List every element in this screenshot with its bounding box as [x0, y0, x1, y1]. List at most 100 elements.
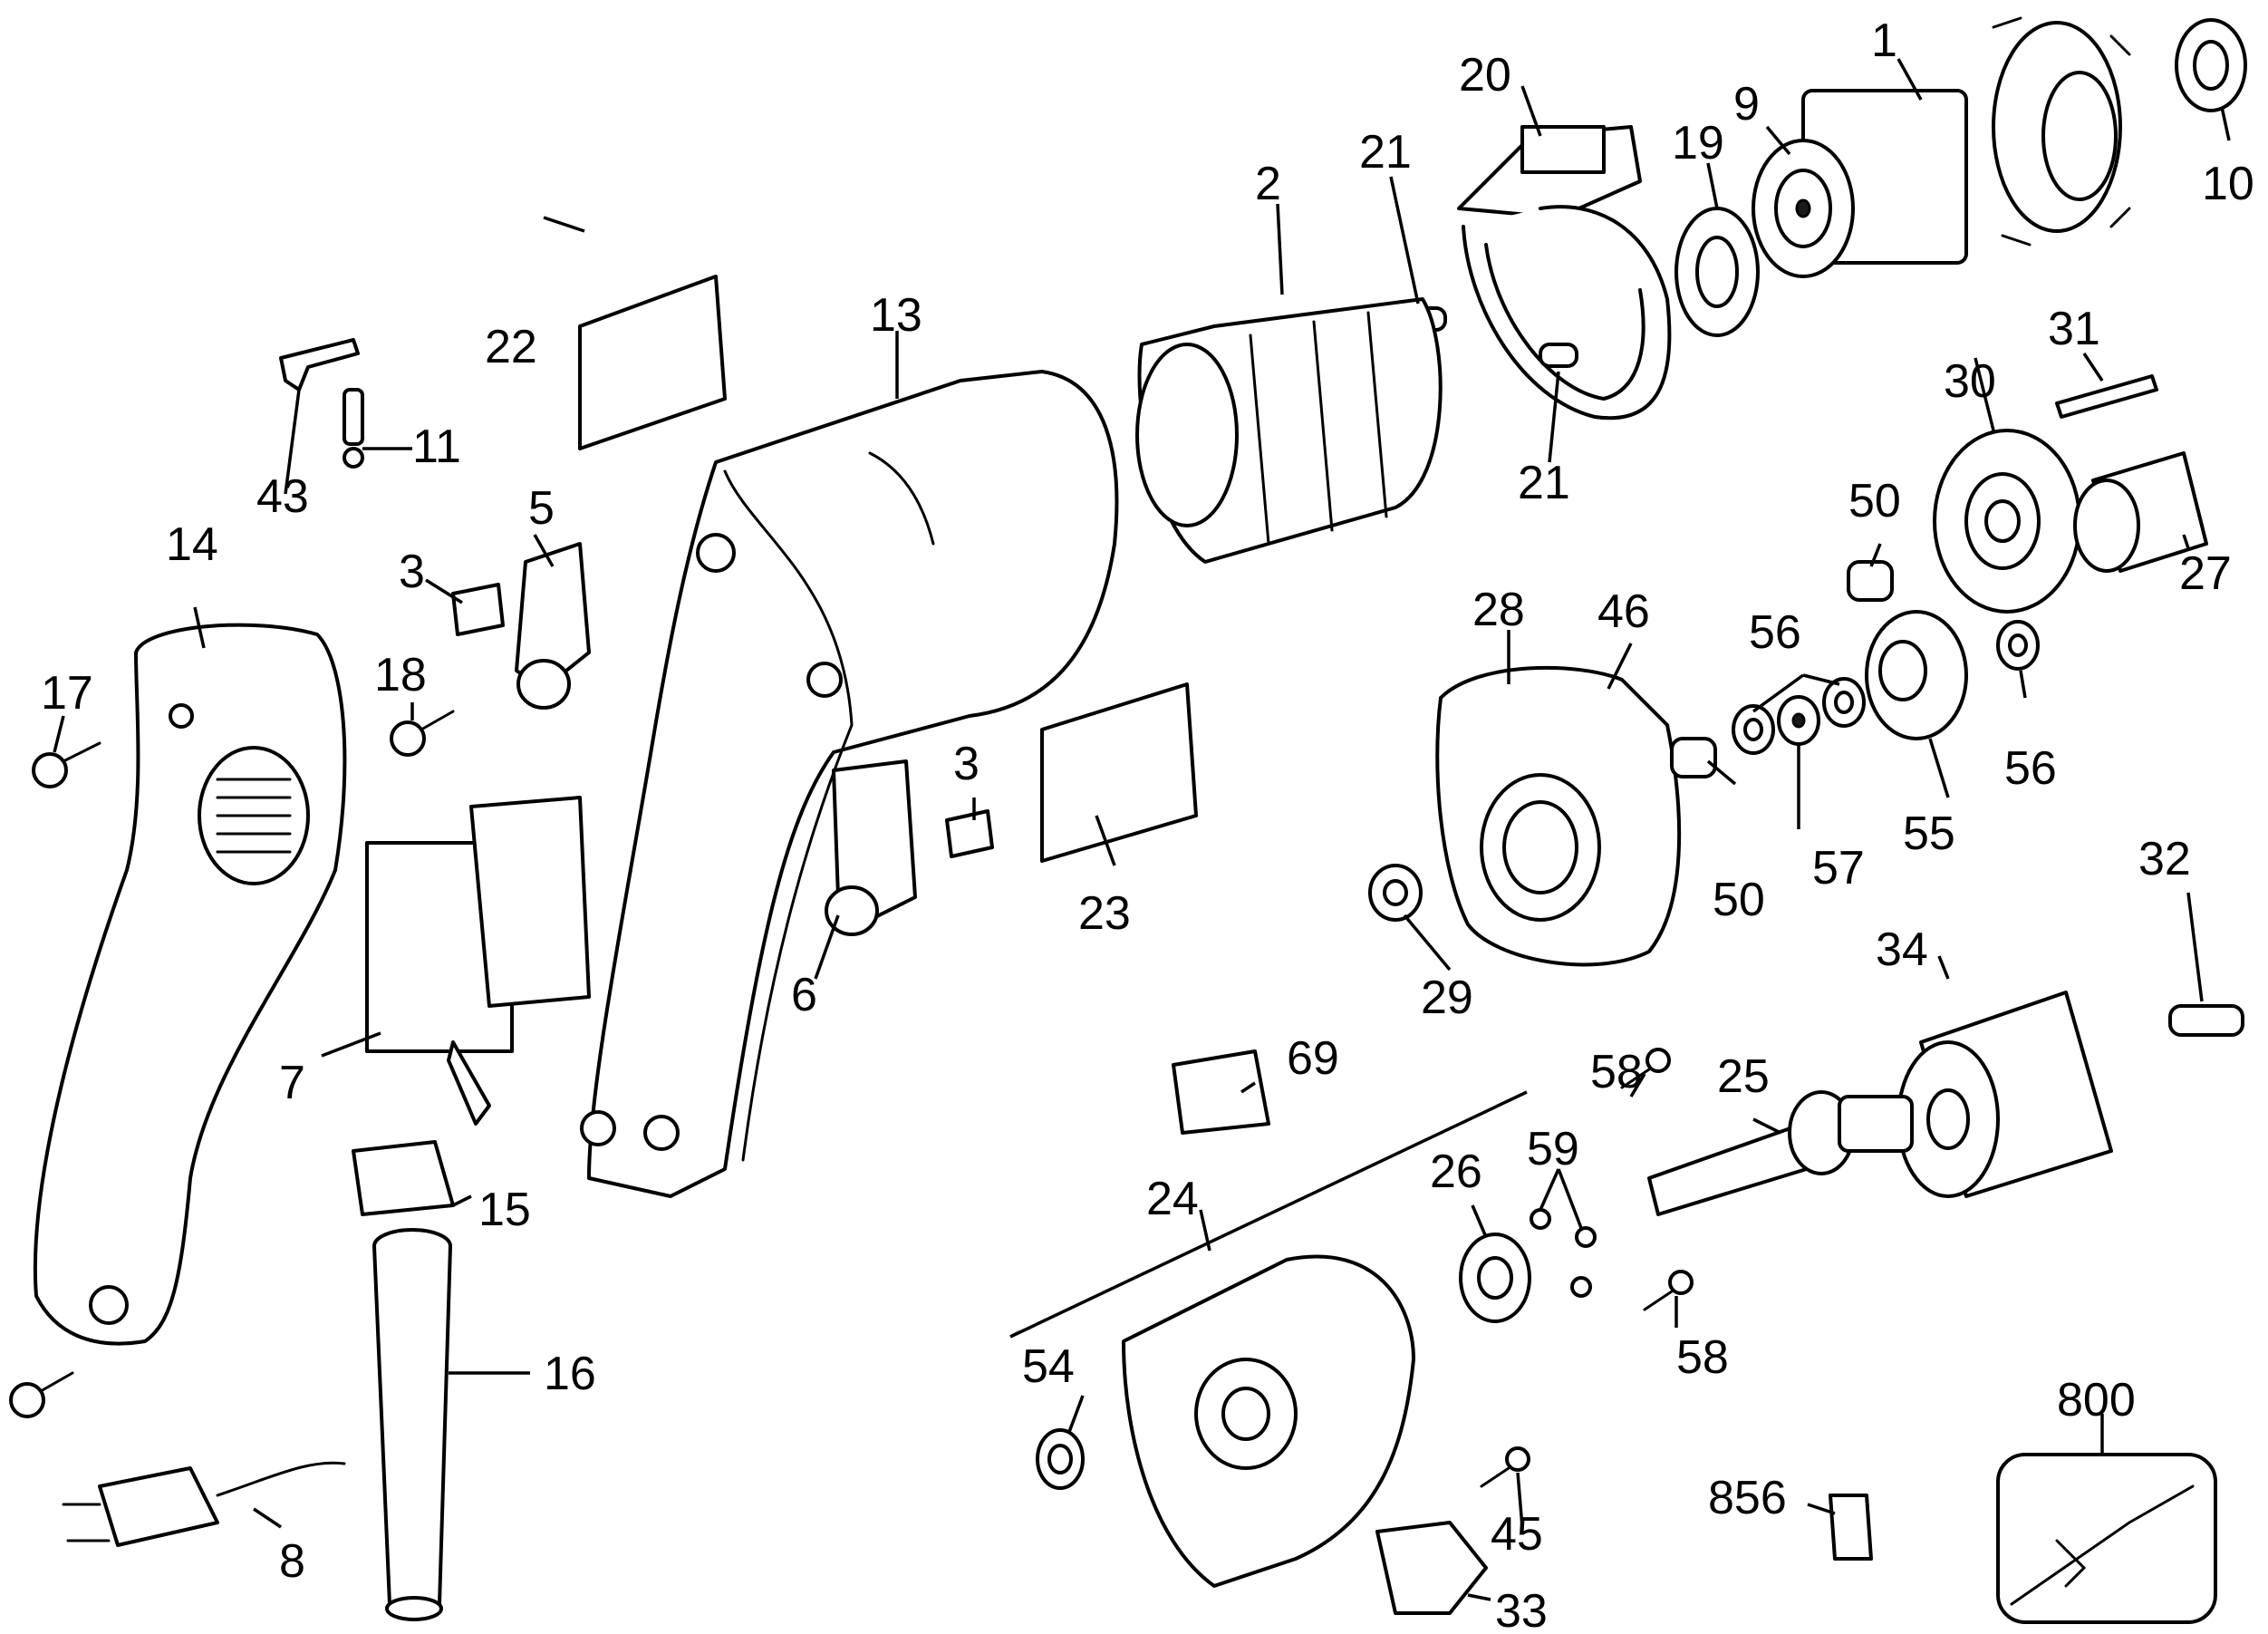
callout-25: 25: [1717, 1050, 1770, 1103]
callout-33: 33: [1495, 1585, 1548, 1634]
part-56-washer-b: [1822, 677, 1866, 728]
callout-19: 19: [1672, 117, 1724, 169]
callout-5: 5: [528, 482, 555, 535]
callout-46: 46: [1597, 585, 1650, 638]
part-45-screw: [1480, 1446, 1530, 1488]
callout-3-upper: 3: [399, 546, 425, 598]
part-56-washer-a: [1732, 704, 1775, 755]
callout-9: 9: [1733, 78, 1760, 131]
part-3-brush-lower: [945, 809, 994, 858]
part-20-brush-holder: [1457, 125, 1672, 421]
part-22-label: [578, 275, 727, 450]
part-43-clip: [279, 338, 360, 392]
part-30-gear: [1933, 429, 2081, 614]
callout-56-right: 56: [2004, 742, 2057, 795]
callout-14: 14: [166, 518, 218, 571]
part-15-clamp: [352, 1140, 455, 1216]
callout-10: 10: [2202, 158, 2254, 210]
callout-15: 15: [478, 1184, 531, 1236]
leader-lines: [53, 58, 2231, 1601]
part-50-bushing-lower: [1670, 737, 1717, 778]
part-55-gear: [1865, 610, 1968, 740]
part-31-pin: [2055, 374, 2158, 419]
callout-6: 6: [791, 969, 817, 1021]
part-59-screws: [1530, 1208, 1597, 1298]
callout-16: 16: [544, 1348, 596, 1400]
callout-55: 55: [1903, 807, 1955, 860]
callout-59: 59: [1527, 1123, 1579, 1175]
part-3-brush-upper: [451, 583, 505, 636]
part-2-field: [1135, 297, 1443, 564]
part-11-terminal: [343, 388, 364, 469]
part-19-washer: [1674, 207, 1760, 337]
callout-2: 2: [1255, 158, 1281, 210]
callout-50-upper: 50: [1848, 475, 1901, 527]
part-24-gear-case: [1122, 1254, 1415, 1588]
part-17-screw: [32, 741, 101, 788]
part-9-bearing: [1752, 139, 1855, 278]
part-7-switch: [365, 796, 591, 1126]
part-16-cord-protector: [372, 1228, 452, 1621]
callout-1: 1: [1871, 15, 1897, 67]
callout-50-lower: 50: [1713, 874, 1765, 926]
callout-3-lower: 3: [953, 738, 980, 790]
callout-7: 7: [279, 1057, 305, 1109]
callout-labels: 1 2 3 3 5 6 7 8 9 10 11 13 14 15 16 17 1…: [41, 15, 2254, 1634]
part-screw-lower-left: [9, 1371, 74, 1418]
part-856-clip: [1829, 1494, 1873, 1561]
callout-31: 31: [2048, 303, 2100, 355]
callout-8: 8: [279, 1535, 305, 1588]
part-32-pin: [2168, 1004, 2244, 1037]
callout-29: 29: [1421, 972, 1473, 1024]
callout-23: 23: [1078, 887, 1131, 940]
part-23-label: [1040, 682, 1198, 863]
callout-69: 69: [1287, 1032, 1339, 1085]
callout-24: 24: [1146, 1173, 1199, 1225]
callout-800: 800: [2057, 1374, 2136, 1426]
callout-22: 22: [485, 321, 537, 373]
part-10-bearing: [2175, 18, 2247, 112]
callout-56-upper: 56: [1749, 606, 1801, 659]
callout-17: 17: [41, 667, 93, 720]
part-69-label: [1172, 1049, 1270, 1135]
part-58-screw-upper: [1620, 1048, 1671, 1089]
part-21-pin-lower: [1539, 343, 1578, 368]
part-33-cap: [1375, 1521, 1488, 1615]
part-58-screw-lower: [1643, 1270, 1694, 1311]
part-50-bushing-upper: [1847, 560, 1894, 602]
part-6-brush-holder: [825, 759, 917, 936]
callout-18: 18: [374, 649, 427, 701]
callout-45: 45: [1491, 1508, 1543, 1561]
part-14-handle-cover: [33, 623, 347, 1346]
callout-21-lower: 21: [1518, 457, 1570, 509]
callout-11: 11: [412, 421, 461, 473]
callout-26: 26: [1430, 1146, 1482, 1198]
callout-57: 57: [1812, 842, 1865, 894]
part-8-cord-plug: [62, 1461, 346, 1547]
part-56-washer-c: [1996, 620, 2040, 671]
part-54-bearing: [1036, 1428, 1085, 1490]
part-27-sleeve: [2073, 451, 2208, 573]
part-5-brush-holder: [515, 542, 591, 710]
part-28-46-gear-plate: [1435, 665, 1682, 967]
callout-21-upper: 21: [1359, 126, 1412, 179]
callout-20: 20: [1459, 49, 1511, 102]
part-18-screw: [390, 710, 455, 757]
part-34-armature: [1896, 991, 2113, 1198]
callout-32: 32: [2138, 833, 2191, 885]
part-29-washer: [1368, 864, 1423, 922]
callout-30: 30: [1944, 355, 1996, 408]
callout-28: 28: [1472, 584, 1525, 636]
part-13-housing: [580, 370, 1119, 1198]
callout-43: 43: [256, 470, 309, 523]
part-26-bearing: [1459, 1233, 1531, 1323]
part-800-kit: [1996, 1453, 2217, 1624]
part-25-spindle: [1647, 1090, 1914, 1216]
callout-13: 13: [870, 289, 922, 342]
callout-58-lower: 58: [1676, 1331, 1729, 1384]
callout-54: 54: [1022, 1340, 1075, 1393]
part-57-retainer: [1777, 695, 1820, 746]
callout-58-upper: 58: [1590, 1046, 1643, 1098]
